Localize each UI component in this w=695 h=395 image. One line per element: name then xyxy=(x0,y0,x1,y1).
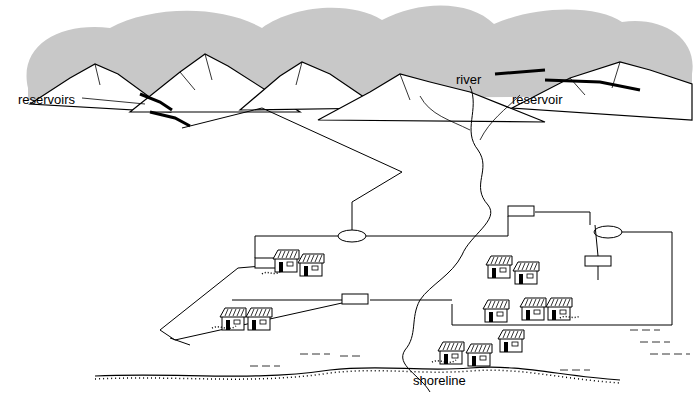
house xyxy=(483,300,509,322)
shoreline-line xyxy=(95,367,620,380)
treatment-plant xyxy=(342,294,368,304)
area-label: shoreline xyxy=(413,373,466,388)
house xyxy=(486,256,512,278)
area-label: reservoirs xyxy=(18,92,75,107)
house xyxy=(466,344,492,366)
water-lines xyxy=(250,330,690,370)
storage-tank xyxy=(594,226,622,238)
reservoir-symbol xyxy=(150,112,190,126)
storage-tank xyxy=(338,230,366,242)
river-tributary xyxy=(420,95,520,140)
reservoir-symbol xyxy=(140,94,172,110)
shoreline-sand xyxy=(95,370,620,383)
reservoir-symbol xyxy=(495,70,640,90)
leader-line xyxy=(82,98,145,104)
pipeline xyxy=(160,236,342,345)
mountain xyxy=(318,74,545,122)
area-label: reservoir xyxy=(512,92,563,107)
treatment-plant xyxy=(508,206,534,216)
house xyxy=(513,262,539,284)
house xyxy=(498,330,524,352)
pipeline xyxy=(182,108,402,230)
house xyxy=(520,298,546,320)
area-label: river xyxy=(456,72,481,87)
pipeline xyxy=(595,225,598,280)
house xyxy=(220,308,246,330)
house xyxy=(546,298,572,320)
pipeline xyxy=(366,212,672,325)
house xyxy=(273,250,299,272)
treatment-plant xyxy=(585,256,611,266)
house xyxy=(246,308,272,330)
shrubs xyxy=(212,272,580,362)
house xyxy=(298,254,324,276)
